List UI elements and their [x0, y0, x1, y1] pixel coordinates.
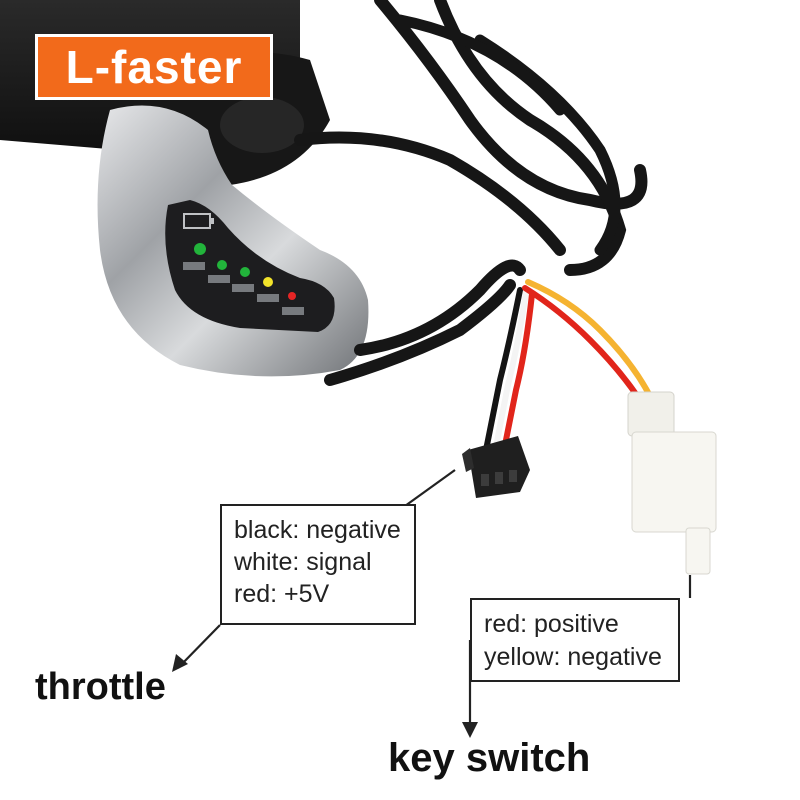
throttle-wire-black: black: negative: [234, 516, 401, 544]
led-green-3: [240, 267, 250, 277]
key-wire-yellow: yellow: negative: [484, 642, 662, 671]
led-green-2: [217, 260, 227, 270]
led-green-1: [194, 243, 206, 255]
key-switch-wires: [522, 279, 653, 403]
key-switch-caption: key switch: [388, 736, 591, 780]
throttle-connector: [462, 436, 530, 498]
brand-badge: L-faster: [35, 34, 273, 100]
coiled-cable: [294, 0, 648, 386]
throttle-wires: [482, 287, 535, 463]
housing-ring: [220, 97, 304, 153]
led-yellow: [263, 277, 273, 287]
key-switch-wiring-label: red: positive yellow: negative: [470, 598, 680, 682]
key-switch-connector: [627, 391, 717, 575]
throttle-wiring-label: black: negative white: signal red: +5V: [220, 504, 416, 625]
throttle-wire-white: white: signal: [234, 548, 372, 576]
key-wire-red: red: positive: [484, 610, 619, 638]
throttle-wire-red: red: +5V: [234, 580, 330, 608]
led-red: [288, 292, 296, 300]
throttle-caption: throttle: [35, 666, 166, 708]
